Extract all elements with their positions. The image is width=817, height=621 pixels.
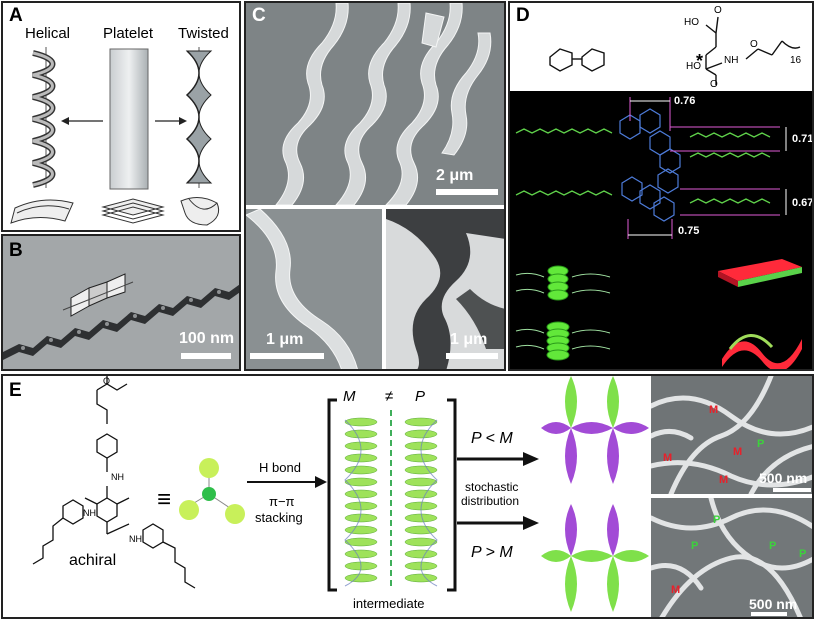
achiral-label: achiral — [69, 552, 117, 569]
spindle-network-bottom — [541, 504, 649, 612]
btc-molecule-structure — [32, 376, 196, 589]
sem-image-bottom — [651, 498, 812, 617]
panel-b-label: B — [9, 240, 23, 261]
sem-top-label-M1: M — [709, 404, 719, 416]
arrow-p-less-m — [457, 452, 539, 466]
panel-a-drawing — [10, 47, 220, 226]
twisted-ribbon-icon — [185, 47, 213, 188]
twisted-label: Twisted — [178, 25, 229, 42]
panel-d-label: D — [516, 5, 530, 26]
packing-model-top — [515, 128, 771, 158]
amide-nh-top: NH — [111, 472, 124, 482]
panel-c-scale-br-bar — [446, 353, 498, 359]
packing-model-bottom — [515, 190, 771, 204]
arrow-p-greater-m — [457, 516, 539, 530]
red-tape-icon — [718, 259, 802, 287]
spindle-network-top — [541, 376, 649, 484]
sem-bottom-scale-bar — [751, 612, 787, 616]
ester-o-top: O — [103, 376, 111, 386]
green-disk-stack-2 — [546, 321, 570, 361]
sem-bottom-label-M: M — [671, 584, 681, 596]
platelet-icon — [109, 48, 149, 190]
panel-a-label: A — [9, 5, 23, 26]
panel-c-sem-bottom-left — [246, 209, 382, 369]
pyridine-stack-bottom — [621, 168, 679, 222]
stochastic-label: stochastic — [465, 480, 519, 494]
amphiphile-ho-top: HO — [684, 17, 699, 28]
panel-c: C 2 μm 1 μm 1 μm — [244, 1, 506, 371]
distribution-label: distribution — [461, 494, 520, 508]
green-disk-stack-1 — [547, 265, 569, 301]
helical-ribbon-icon — [32, 47, 56, 188]
panel-e: E O NH NH NH achiral ≡ — [1, 374, 814, 619]
stacking-label: stacking — [255, 510, 303, 525]
panel-d-molecules-area — [510, 3, 812, 91]
dim-071: 0.71 — [792, 133, 814, 145]
panel-b-tem-image — [3, 236, 239, 369]
intermediate-M: M — [343, 388, 356, 405]
panel-d: D HO O HO O NH O * 16 — [508, 1, 814, 371]
panel-d-structures — [549, 16, 801, 85]
sem-top-label-M3: M — [733, 446, 743, 458]
panel-c-label: C — [252, 5, 266, 26]
panel-d-packing — [515, 97, 802, 369]
dim-075: 0.75 — [678, 225, 700, 237]
p-greater-m-label: P > M — [471, 544, 513, 561]
sem-top-scale-bar — [773, 488, 811, 492]
amphiphile-structure — [705, 16, 801, 85]
panel-e-label: E — [9, 380, 22, 401]
sem-image-top — [651, 376, 812, 494]
platelet-label: Platelet — [103, 25, 154, 42]
panel-c-scale-top-label: 2 μm — [436, 167, 474, 184]
panel-c-scale-bl-bar — [250, 353, 324, 359]
pipi-label: π−π — [269, 494, 295, 509]
equivalent-symbol: ≡ — [157, 486, 172, 513]
panel-c-tem-bottom-right — [386, 209, 504, 369]
pyridine-stack-top — [619, 108, 681, 174]
sem-bottom-label-P4: P — [799, 548, 807, 560]
intermediate-P: P — [415, 388, 426, 405]
panel-c-scale-br-label: 1 μm — [450, 331, 488, 348]
bipyridine-structure — [549, 48, 605, 72]
panel-c-scale-top-bar — [436, 189, 498, 195]
amphiphile-nh: NH — [724, 55, 739, 66]
panel-b-scale-label: 100 nm — [179, 330, 235, 347]
chain-length-subscript: 16 — [790, 55, 802, 66]
panel-c-sem-top — [246, 3, 504, 205]
sem-bottom-label-P1: P — [713, 514, 721, 526]
amide-nh-left: NH — [83, 508, 96, 518]
tri-sphere-icon — [179, 458, 245, 524]
sem-bottom-label-P3: P — [769, 540, 777, 552]
panel-b-scale-bar — [181, 353, 231, 359]
dim-076: 0.76 — [674, 95, 696, 107]
sem-top-scale-label: 500 nm — [759, 470, 808, 486]
amphiphile-ho-bottom: HO — [686, 61, 701, 72]
amphiphile-o-top: O — [714, 5, 722, 16]
arrow-to-intermediate — [247, 476, 327, 488]
hbond-label: H bond — [259, 460, 301, 475]
intermediate-neq: ≠ — [385, 388, 394, 405]
intermediate-label: intermediate — [353, 596, 425, 611]
panel-b: B 100 nm — [1, 234, 241, 371]
helix-inset-icon — [62, 273, 134, 317]
amide-nh-right: NH — [129, 534, 142, 544]
twisted-tape-icon — [722, 334, 802, 369]
p-less-m-label: P < M — [471, 430, 513, 447]
sem-top-label-M2: M — [663, 452, 673, 464]
panel-a: A Helical Platelet Twisted — [1, 1, 241, 232]
sem-top-label-P: P — [757, 438, 765, 450]
sem-top-label-M4: M — [719, 474, 729, 486]
amphiphile-o-bottom: O — [710, 79, 718, 90]
dim-067: 0.67 — [792, 197, 814, 209]
panel-c-scale-bl-label: 1 μm — [266, 331, 304, 348]
sem-bottom-label-P2: P — [691, 540, 699, 552]
chiral-star: * — [696, 51, 704, 71]
intermediate-helices — [327, 398, 457, 592]
amphiphile-o-amide: O — [750, 39, 758, 50]
sem-bottom-scale-label: 500 nm — [749, 596, 798, 612]
helical-label: Helical — [25, 25, 71, 42]
